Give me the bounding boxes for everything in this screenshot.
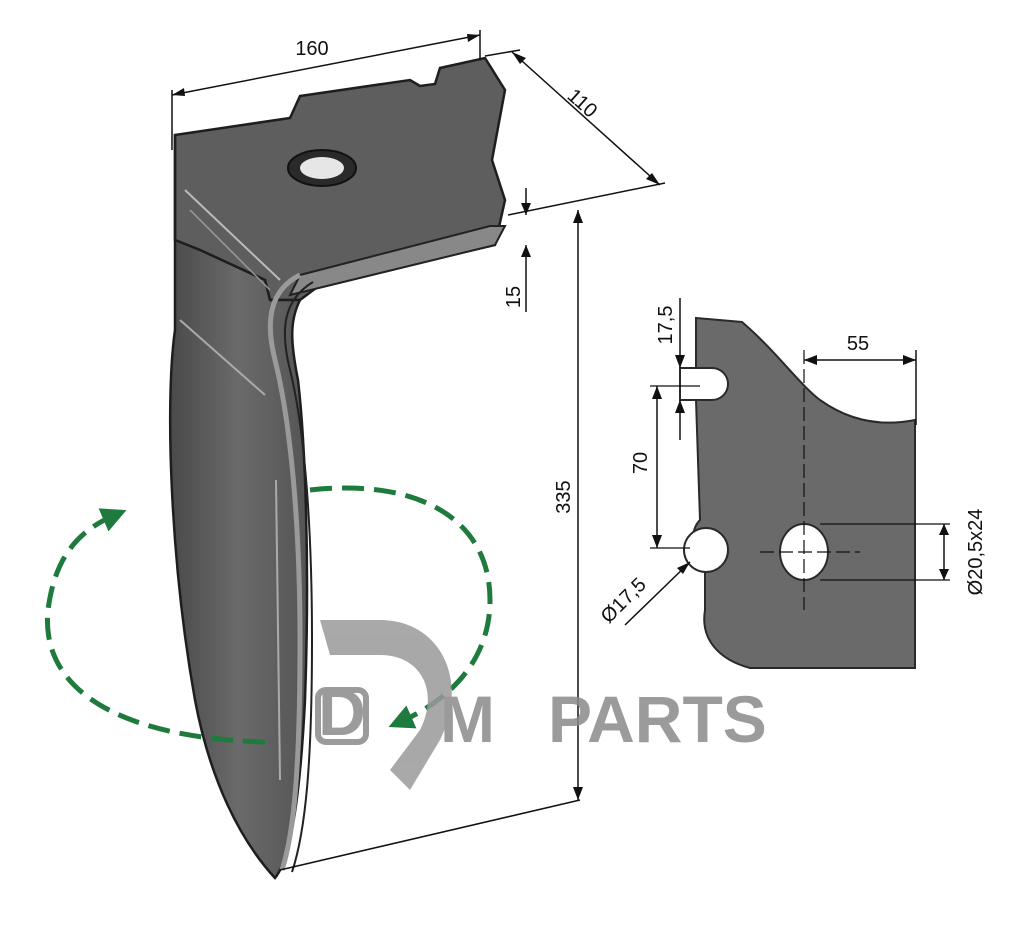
- label-width-top: 160: [295, 38, 328, 60]
- bend-edge: [267, 272, 303, 871]
- rotation-arrow: [44, 485, 493, 745]
- plate-detail: [679, 316, 916, 669]
- watermark-logo: D M PARTS: [315, 620, 767, 790]
- watermark-word: PARTS: [548, 682, 767, 756]
- mounting-hole: [287, 149, 357, 187]
- dimension-hole-spacing-vertical: 70: [630, 385, 700, 549]
- tine-blade: [168, 56, 507, 880]
- plate-slot: [679, 367, 729, 401]
- dimension-height: 335: [279, 210, 583, 871]
- round-hole: [683, 527, 729, 573]
- rotation-arrow-path-left: [44, 508, 266, 745]
- watermark-letter-m: M: [440, 682, 495, 756]
- dimension-thickness: 15: [503, 188, 531, 312]
- label-height: 335: [553, 480, 575, 513]
- dimension-oval-hole: Ø20,5x24: [820, 509, 987, 596]
- dimension-depth: 110: [484, 49, 666, 216]
- dimension-width-top: 160: [171, 30, 481, 150]
- label-round-hole: Ø17,5: [597, 574, 651, 628]
- dimension-hole-spacing-horizontal: 55: [804, 333, 917, 425]
- label-slot-top: 17,5: [655, 306, 677, 345]
- logo-letter: D: [318, 675, 366, 749]
- logo-swoosh: [320, 620, 452, 790]
- label-thickness: 15: [503, 286, 525, 308]
- dimension-slot-top: 17,5: [655, 298, 685, 440]
- label-depth: 110: [563, 85, 601, 123]
- dimension-round-hole: Ø17,5: [597, 561, 691, 628]
- label-hole-spacing-vertical: 70: [630, 452, 652, 474]
- rotation-arrow-path-right: [309, 485, 493, 729]
- label-hole-spacing-horizontal: 55: [847, 333, 869, 355]
- label-oval-hole: Ø20,5x24: [965, 509, 987, 596]
